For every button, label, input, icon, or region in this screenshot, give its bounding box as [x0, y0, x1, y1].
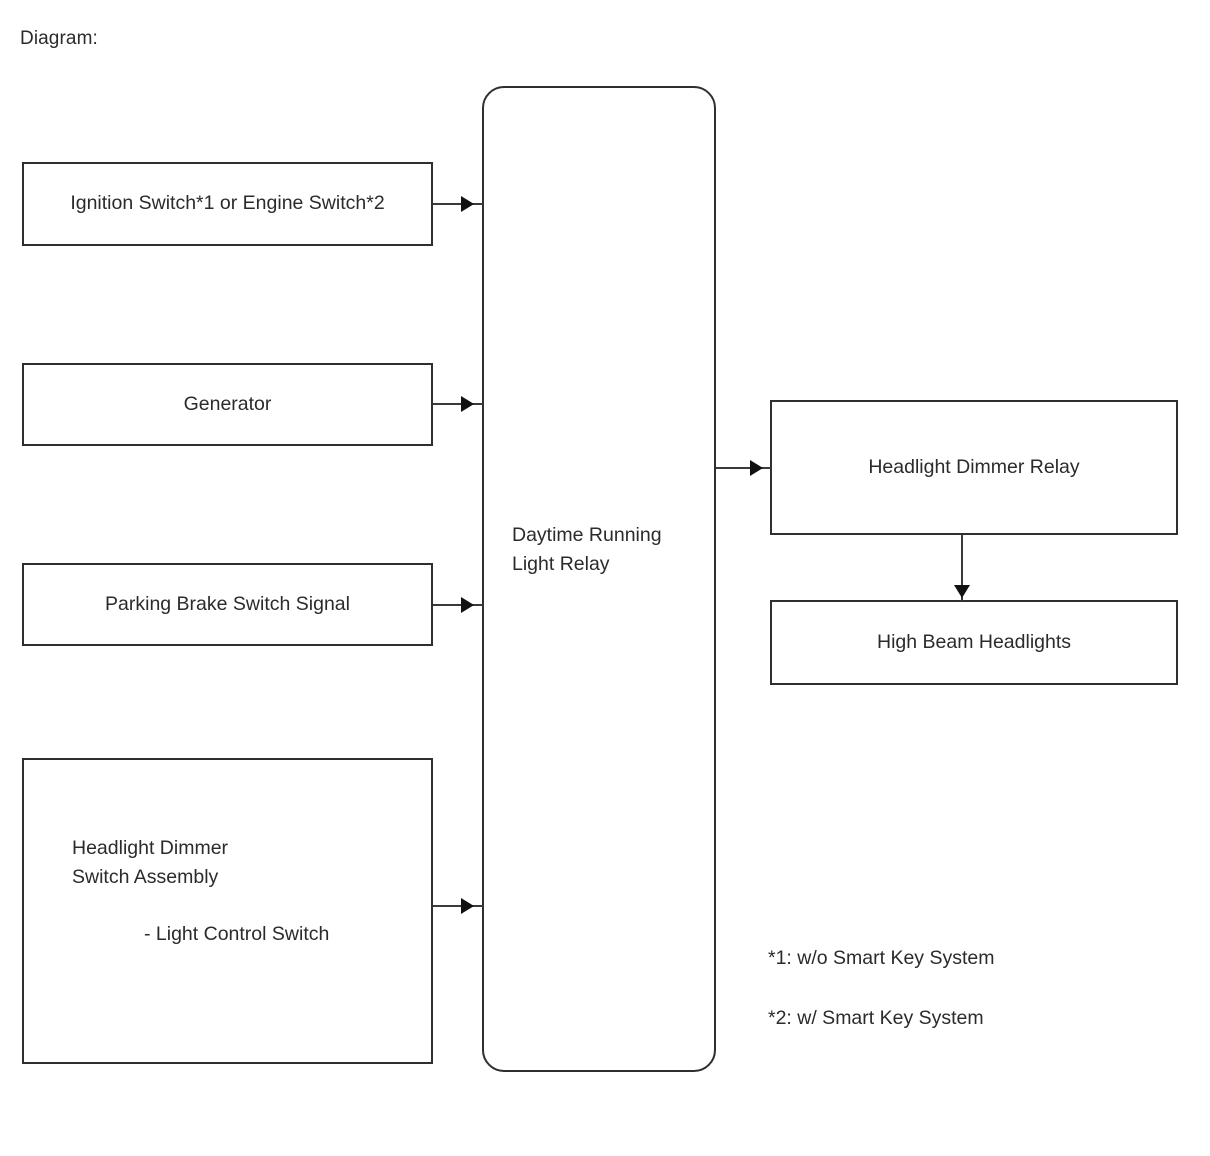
node-ignition-switch-label: Ignition Switch*1 or Engine Switch*2 — [70, 192, 385, 215]
connector-line — [433, 905, 483, 907]
node-daytime-running-light-relay: Daytime Running Light Relay — [482, 86, 716, 1072]
page-title: Diagram: — [20, 28, 98, 49]
arrow-right-icon — [461, 196, 474, 212]
arrow-right-icon — [461, 898, 474, 914]
node-high-beam-headlights: High Beam Headlights — [770, 600, 1178, 685]
connector-line — [961, 535, 963, 601]
node-high-beam-headlights-label: High Beam Headlights — [876, 630, 1072, 653]
node-parking-brake-switch-signal-label: Parking Brake Switch Signal — [105, 592, 350, 615]
footnote-smart-key-1: *1: w/o Smart Key System — [768, 947, 995, 969]
node-headlight-dimmer-switch-assembly-title: Headlight Dimmer Switch Assembly — [72, 837, 229, 889]
node-headlight-dimmer-relay-label: Headlight Dimmer Relay — [868, 455, 1080, 478]
connector-line — [433, 403, 483, 405]
arrow-right-icon — [750, 460, 763, 476]
connector-line — [433, 604, 483, 606]
footnote-smart-key-2: *2: w/ Smart Key System — [768, 1007, 984, 1029]
connector-line — [716, 467, 771, 469]
node-generator-label: Generator — [183, 392, 272, 415]
node-light-control-switch-label: - Light Control Switch — [144, 922, 330, 945]
node-headlight-dimmer-switch-assembly: Headlight Dimmer Switch Assembly - Light … — [22, 758, 433, 1064]
node-headlight-dimmer-relay: Headlight Dimmer Relay — [770, 400, 1178, 535]
node-ignition-switch: Ignition Switch*1 or Engine Switch*2 — [22, 162, 433, 246]
connector-line — [433, 203, 483, 205]
node-parking-brake-switch-signal: Parking Brake Switch Signal — [22, 563, 433, 646]
arrow-right-icon — [461, 396, 474, 412]
node-generator: Generator — [22, 363, 433, 446]
arrow-down-icon — [954, 585, 970, 598]
arrow-right-icon — [461, 597, 474, 613]
node-headlight-dimmer-switch-assembly-label: Headlight Dimmer Switch Assembly - Light … — [24, 760, 329, 949]
node-daytime-running-light-relay-label: Daytime Running Light Relay — [512, 524, 662, 576]
